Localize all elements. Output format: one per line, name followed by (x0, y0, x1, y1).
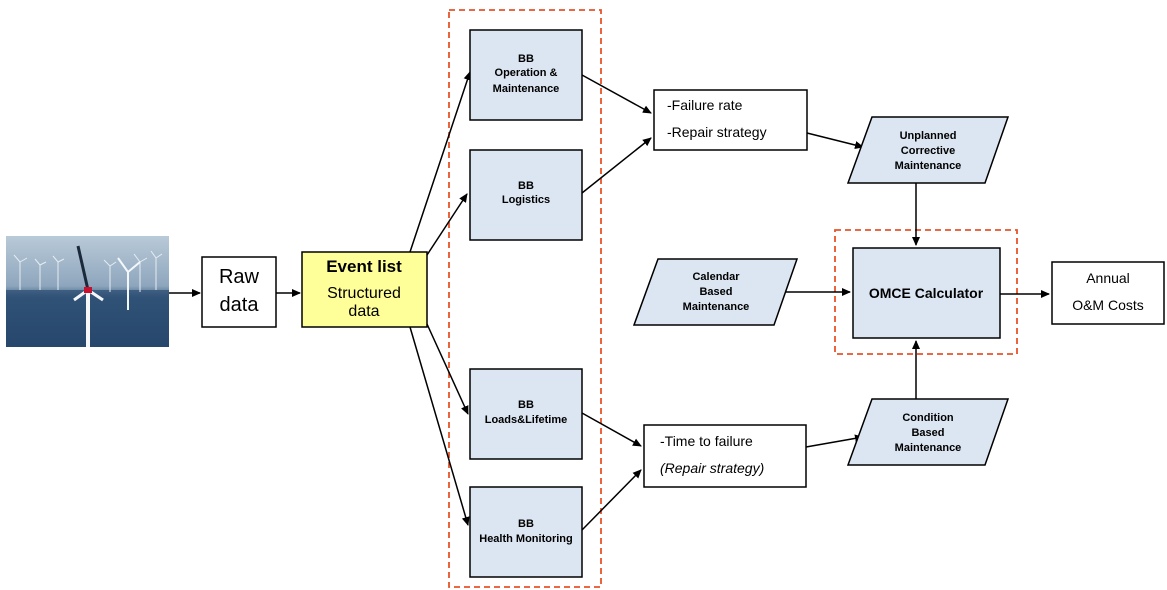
calendar-line3: Maintenance (683, 301, 750, 313)
bb-logistics: BB Logistics (469, 149, 583, 241)
bb1-line1: BB (518, 53, 534, 65)
unplanned-line1: Unplanned (900, 130, 957, 142)
event-list-title: Event list (326, 257, 402, 276)
condition-line2: Based (911, 427, 944, 439)
bb4-line1: BB (518, 518, 534, 530)
calendar-line2: Based (699, 286, 732, 298)
unplanned-line3: Maintenance (895, 160, 962, 172)
wind-farm-photo (6, 236, 169, 347)
condition-maintenance-shape: Condition Based Maintenance (846, 398, 1010, 466)
bb-to-output-arrows (581, 74, 652, 531)
bb4-line2: Health Monitoring (479, 533, 573, 545)
arrow-time-to-condition (805, 434, 864, 448)
annual-line1: Annual (1086, 270, 1130, 286)
bb3-line1: BB (518, 399, 534, 411)
calendar-line1: Calendar (692, 271, 740, 283)
bb1-line3: Maintenance (493, 83, 560, 95)
raw-data-line1: Raw (219, 266, 260, 288)
failure-line1: -Failure rate (667, 97, 743, 113)
bb3-line2: Loads&Lifetime (485, 414, 568, 426)
event-list-line2: data (348, 303, 379, 320)
bb2-line1: BB (518, 180, 534, 192)
raw-data-line2: data (220, 294, 260, 316)
raw-data-box: Raw data (201, 256, 277, 328)
omce-calculator-box: OMCE Calculator (852, 247, 1001, 339)
unplanned-line2: Corrective (901, 145, 955, 157)
bb1-line2: Operation & (495, 67, 558, 79)
bb2-line2: Logistics (502, 194, 550, 206)
annual-costs-box: Annual O&M Costs (1051, 261, 1165, 325)
unplanned-maintenance-shape: Unplanned Corrective Maintenance (846, 116, 1010, 184)
bb-operation-maintenance: BB Operation & Maintenance (469, 29, 583, 121)
calendar-maintenance-shape: Calendar Based Maintenance (632, 258, 799, 326)
time-line2: (Repair strategy) (660, 460, 764, 476)
failure-rate-box: -Failure rate -Repair strategy (653, 89, 808, 151)
building-blocks-group-border (448, 9, 602, 588)
arrow-failure-to-unplanned (806, 132, 864, 149)
annual-line2: O&M Costs (1072, 297, 1144, 313)
calculator-label: OMCE Calculator (869, 285, 984, 301)
bb-health-monitoring: BB Health Monitoring (469, 486, 583, 578)
bb-loads-lifetime: BB Loads&Lifetime (469, 368, 583, 460)
condition-line3: Maintenance (895, 442, 962, 454)
event-list-line1: Structured (327, 285, 401, 302)
time-line1: -Time to failure (660, 433, 753, 449)
condition-line1: Condition (902, 412, 954, 424)
time-to-failure-box: -Time to failure (Repair strategy) (643, 424, 807, 488)
failure-line2: -Repair strategy (667, 124, 767, 140)
event-list-box: Event list Structured data (301, 251, 428, 328)
event-to-bb-arrows (409, 71, 472, 526)
